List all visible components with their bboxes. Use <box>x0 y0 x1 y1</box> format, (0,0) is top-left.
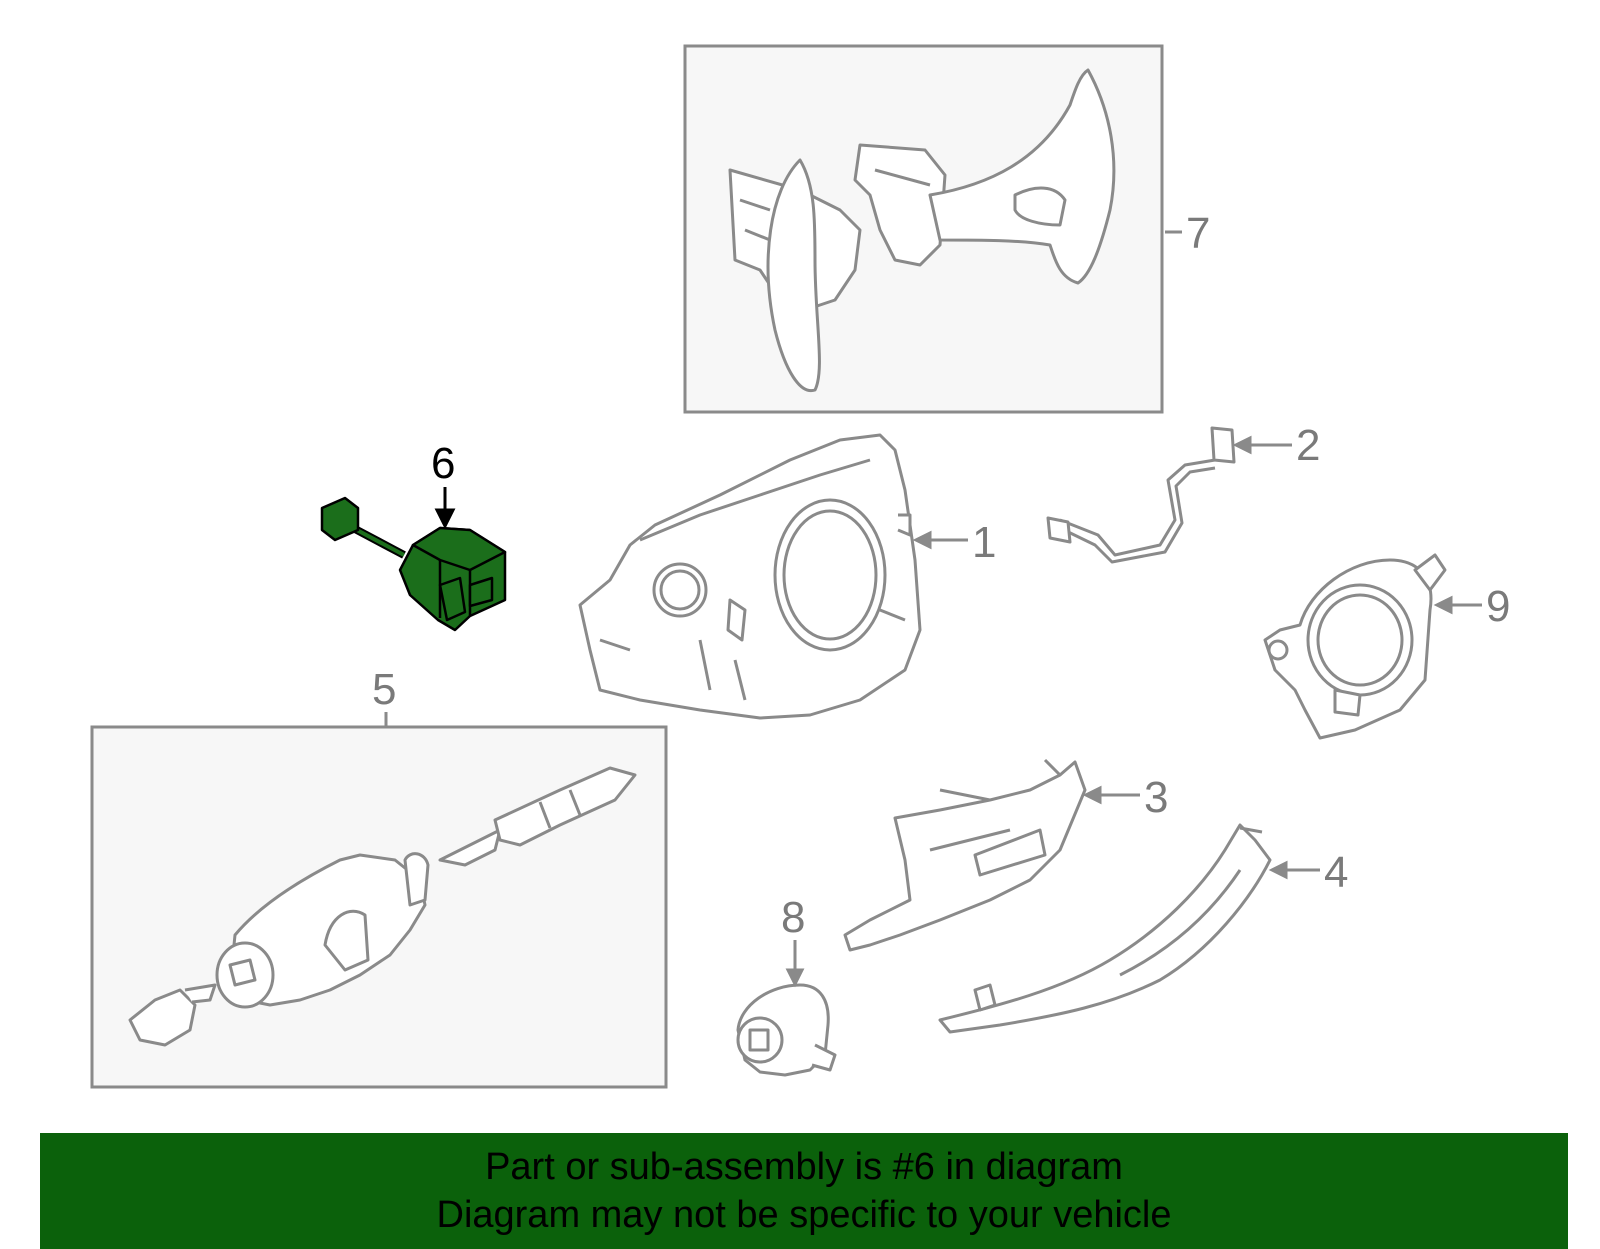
part-4-column-trim[interactable] <box>938 823 1272 1034</box>
callout-5[interactable]: 5 <box>372 665 396 714</box>
callout-3[interactable]: 3 <box>1144 773 1168 822</box>
part-3-lower-trim[interactable] <box>843 758 1087 952</box>
callout-1[interactable]: 1 <box>972 518 996 567</box>
leader-arrow-6 <box>434 487 456 530</box>
part-5-combination-switch[interactable] <box>128 766 637 1047</box>
part-1-column-cover[interactable] <box>578 433 922 720</box>
callout-6[interactable]: 6 <box>431 439 455 488</box>
part-2-harness[interactable] <box>1046 426 1236 564</box>
banner-line-2: Diagram may not be specific to your vehi… <box>436 1194 1172 1236</box>
part-7-paddle-shifters[interactable] <box>728 68 1116 393</box>
part-8-ignition-switch[interactable] <box>736 983 837 1077</box>
part-6-highlighted[interactable] <box>320 496 507 632</box>
callout-8[interactable]: 8 <box>781 893 805 942</box>
callout-7[interactable]: 7 <box>1186 209 1210 258</box>
leader-lines <box>384 230 1482 988</box>
info-banner: Part or sub-assembly is #6 in diagram Di… <box>40 1133 1568 1249</box>
banner-line-1: Part or sub-assembly is #6 in diagram <box>485 1146 1123 1188</box>
part-9-clock-spring[interactable] <box>1263 553 1447 740</box>
callout-2[interactable]: 2 <box>1296 421 1320 470</box>
callout-9[interactable]: 9 <box>1486 582 1510 631</box>
callout-4[interactable]: 4 <box>1324 848 1348 897</box>
